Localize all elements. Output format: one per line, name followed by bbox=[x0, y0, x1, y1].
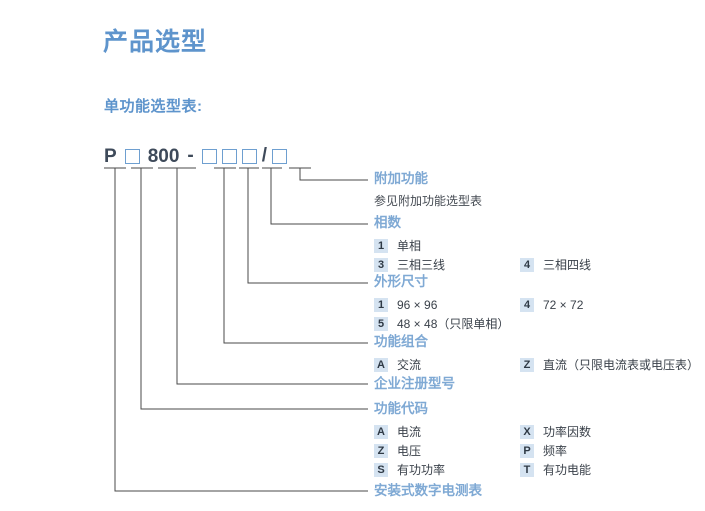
option-label: 有功功率 bbox=[397, 462, 446, 477]
option-code-badge: Z bbox=[374, 443, 388, 458]
model-box-additional-function[interactable] bbox=[272, 148, 287, 164]
option-code-badge: 4 bbox=[520, 297, 534, 312]
group-options: A 电流 X 功率因数 Z 电压 P 频率 S 有功功率 T bbox=[374, 424, 591, 482]
model-separator-slash: / bbox=[261, 145, 267, 166]
model-char-p: P bbox=[104, 145, 117, 167]
group-product-family: 安装式数字电测表 bbox=[374, 484, 482, 498]
group-title: 外形尺寸 bbox=[374, 274, 428, 289]
option-row: 1 单相 bbox=[374, 238, 421, 258]
option-item[interactable]: 3 三相三线 bbox=[374, 257, 446, 272]
option-code-badge: 1 bbox=[374, 238, 388, 253]
option-item[interactable]: T 有功电能 bbox=[520, 462, 592, 477]
model-code-row: P 800 - / bbox=[104, 143, 287, 169]
option-label: 48 × 48（只限单相） bbox=[397, 316, 510, 331]
option-code-badge: 5 bbox=[374, 316, 388, 331]
option-code-badge: A bbox=[374, 424, 388, 439]
group-dimensions: 外形尺寸 1 96 × 96 4 72 × 72 5 48 × 48（只限单相） bbox=[374, 274, 583, 336]
option-code-badge: T bbox=[520, 462, 534, 477]
option-label: 三相三线 bbox=[397, 257, 446, 272]
model-char-800: 800 bbox=[147, 145, 180, 167]
group-enterprise-model: 企业注册型号 bbox=[374, 377, 455, 391]
option-code-badge: S bbox=[374, 462, 388, 477]
group-title: 企业注册型号 bbox=[374, 376, 455, 391]
section-title: 单功能选型表: bbox=[104, 98, 203, 115]
option-item[interactable]: 4 72 × 72 bbox=[520, 297, 584, 312]
group-title: 功能代码 bbox=[374, 401, 428, 416]
option-label: 有功电能 bbox=[543, 462, 592, 477]
option-code-badge: X bbox=[520, 424, 534, 439]
model-box-function-combination[interactable] bbox=[201, 148, 217, 164]
model-box-function-code[interactable] bbox=[124, 148, 140, 164]
model-box-dimensions[interactable] bbox=[221, 148, 237, 164]
option-label: 电流 bbox=[397, 424, 422, 439]
option-label: 交流 bbox=[397, 357, 422, 372]
option-label: 96 × 96 bbox=[397, 297, 438, 312]
option-item[interactable]: S 有功功率 bbox=[374, 462, 446, 477]
group-function-combination: 功能组合 A 交流 Z 直流（只限电流表或电压表） bbox=[374, 334, 699, 377]
option-item[interactable]: 1 单相 bbox=[374, 238, 422, 253]
option-row: 1 96 × 96 4 72 × 72 bbox=[374, 297, 583, 317]
group-title: 附加功能 bbox=[374, 171, 428, 186]
option-label: 电压 bbox=[397, 443, 422, 458]
group-options: 1 96 × 96 4 72 × 72 5 48 × 48（只限单相） bbox=[374, 297, 583, 336]
option-label: 频率 bbox=[543, 443, 568, 458]
group-function-code: 功能代码 A 电流 X 功率因数 Z 电压 P 频率 S bbox=[374, 401, 591, 482]
option-row: A 电流 X 功率因数 bbox=[374, 424, 591, 444]
option-row: Z 电压 P 频率 bbox=[374, 443, 567, 463]
option-code-badge: P bbox=[520, 443, 534, 458]
option-label: 三相四线 bbox=[543, 257, 592, 272]
group-additional-function: 附加功能 参见附加功能选型表 bbox=[374, 172, 482, 207]
option-code-badge: A bbox=[374, 357, 388, 372]
group-phase-number: 相数 1 单相 3 三相三线 4 三相四线 bbox=[374, 215, 591, 277]
model-box-phase-number[interactable] bbox=[241, 148, 257, 164]
option-label: 单相 bbox=[397, 238, 422, 253]
option-item[interactable]: 1 96 × 96 bbox=[374, 297, 438, 312]
group-options: A 交流 Z 直流（只限电流表或电压表） bbox=[374, 357, 699, 377]
group-options: 1 单相 3 三相三线 4 三相四线 bbox=[374, 238, 591, 277]
option-label: 功率因数 bbox=[543, 424, 592, 439]
option-code-badge: 1 bbox=[374, 297, 388, 312]
option-label: 直流（只限电流表或电压表） bbox=[543, 357, 700, 372]
option-item[interactable]: A 交流 bbox=[374, 357, 422, 372]
group-title: 相数 bbox=[374, 215, 401, 230]
group-note: 参见附加功能选型表 bbox=[374, 193, 483, 208]
option-code-badge: 3 bbox=[374, 257, 388, 272]
option-label: 72 × 72 bbox=[543, 297, 584, 312]
group-title: 功能组合 bbox=[374, 334, 428, 349]
option-row: 3 三相三线 4 三相四线 bbox=[374, 257, 591, 277]
option-code-badge: 4 bbox=[520, 257, 534, 272]
option-row: 5 48 × 48（只限单相） bbox=[374, 316, 509, 336]
option-row: S 有功功率 T 有功电能 bbox=[374, 462, 591, 482]
option-row: A 交流 Z 直流（只限电流表或电压表） bbox=[374, 357, 699, 377]
option-item[interactable]: Z 电压 bbox=[374, 443, 422, 458]
page-title: 产品选型 bbox=[103, 28, 208, 56]
option-item[interactable]: P 频率 bbox=[520, 443, 568, 458]
option-item[interactable]: Z 直流（只限电流表或电压表） bbox=[520, 357, 700, 372]
option-code-badge: Z bbox=[520, 357, 534, 372]
option-item[interactable]: 4 三相四线 bbox=[520, 257, 592, 272]
option-item[interactable]: X 功率因数 bbox=[520, 424, 592, 439]
option-item[interactable]: 5 48 × 48（只限单相） bbox=[374, 316, 510, 331]
group-title: 安装式数字电测表 bbox=[374, 483, 482, 498]
option-item[interactable]: A 电流 bbox=[374, 424, 422, 439]
model-separator-dash: - bbox=[187, 145, 194, 166]
